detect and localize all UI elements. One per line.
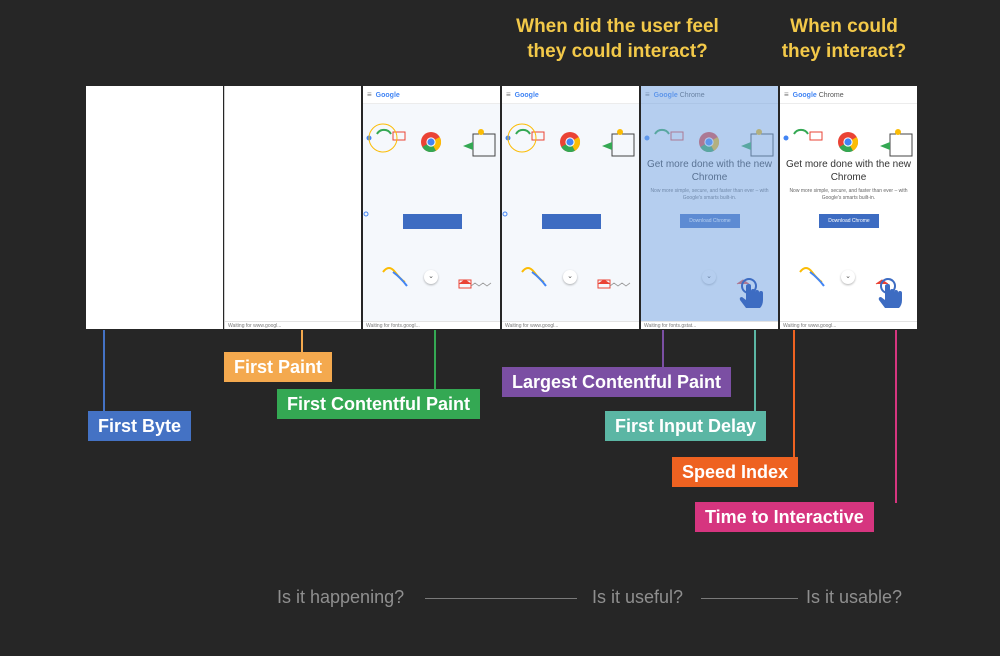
stage-usable: Is it usable? <box>806 587 903 607</box>
metric-label-first-input-delay: First Input Delay <box>605 411 767 441</box>
download-chrome-button: Download Chrome <box>819 214 879 228</box>
marker-line-largest-contentful-paint <box>662 330 664 368</box>
chevron-down-icon: ⌄ <box>841 270 855 284</box>
google-logo: Google <box>514 92 539 99</box>
marker-line-time-to-interactive <box>895 330 897 503</box>
frame-status-text: Waiting for fonts.googl... <box>363 321 500 329</box>
chrome-logo-icon <box>837 131 859 158</box>
metric-label-first-byte: First Byte <box>88 411 192 441</box>
question-user-feel: When did the user feel they could intera… <box>516 16 719 62</box>
frame-topbar: ≡Google Chrome <box>780 86 917 104</box>
filmstrip: Waiting for www.googl... ≡Google ⌄ Wai <box>86 86 917 329</box>
tap-hand-icon <box>737 278 769 317</box>
chevron-down-icon: ⌄ <box>424 270 438 284</box>
stage-connector-line <box>425 598 577 599</box>
decoration-shapes-icon <box>502 123 635 289</box>
menu-icon: ≡ <box>784 90 789 99</box>
chrome-logo-icon <box>559 131 581 158</box>
question-could-interact: When could they interact? <box>781 16 907 62</box>
google-logo: Google <box>792 92 817 99</box>
decoration-shapes-icon <box>783 128 913 287</box>
frame-status-text: Waiting for www.googl... <box>225 321 361 329</box>
frame-status-text: Waiting for www.googl... <box>502 321 639 329</box>
metric-label-speed-index: Speed Index <box>672 457 799 487</box>
metric-label-first-paint: First Paint <box>224 352 333 382</box>
tap-hand-icon <box>876 278 908 317</box>
frame-3-first-contentful-paint: ≡Google ⌄ Waiting for fonts.googl... <box>363 86 500 329</box>
frame-4-largest-contentful-paint: ≡Google ⌄ Waiting for www.googl... <box>502 86 639 329</box>
frame-topbar: ≡Google <box>363 86 500 104</box>
marker-line-first-byte <box>103 330 105 412</box>
frame-6-interactive: ≡Google Chrome Get more done with the ne… <box>780 86 917 329</box>
frame-5-first-input: ≡Google Chrome Get more done with the ne… <box>641 86 778 329</box>
google-logo: Google <box>375 92 400 99</box>
stage-connector-line <box>701 598 798 599</box>
decoration-shapes-icon <box>363 123 496 289</box>
marker-line-speed-index <box>793 330 795 458</box>
frame-subtext: Now more simple, secure, and faster than… <box>789 188 908 201</box>
chrome-wordmark: Chrome <box>818 92 844 99</box>
frame-2-first-paint: Waiting for www.googl... <box>224 86 361 329</box>
marker-line-first-paint <box>301 330 303 353</box>
stage-useful: Is it useful? <box>592 587 684 607</box>
menu-icon: ≡ <box>367 90 372 99</box>
stage-happening: Is it happening? <box>277 587 405 607</box>
metric-label-largest-contentful-paint: Largest Contentful Paint <box>502 367 732 397</box>
frame-topbar: ≡Google <box>502 86 639 104</box>
download-button-placeholder <box>403 214 462 229</box>
frame-status-text: Waiting for www.googl... <box>780 321 917 329</box>
frame-status-text: Waiting for fonts.gstat... <box>641 321 778 329</box>
frame-1-blank <box>86 86 223 329</box>
frame-headline: Get more done with the new Chrome <box>785 159 912 183</box>
marker-line-first-contentful-paint <box>434 330 436 390</box>
marker-line-first-input-delay <box>754 330 756 412</box>
download-button-placeholder <box>542 214 601 229</box>
chrome-logo-icon <box>420 131 442 158</box>
metric-label-time-to-interactive: Time to Interactive <box>695 502 874 532</box>
metric-label-first-contentful-paint: First Contentful Paint <box>277 389 480 419</box>
menu-icon: ≡ <box>506 90 511 99</box>
chevron-down-icon: ⌄ <box>563 270 577 284</box>
